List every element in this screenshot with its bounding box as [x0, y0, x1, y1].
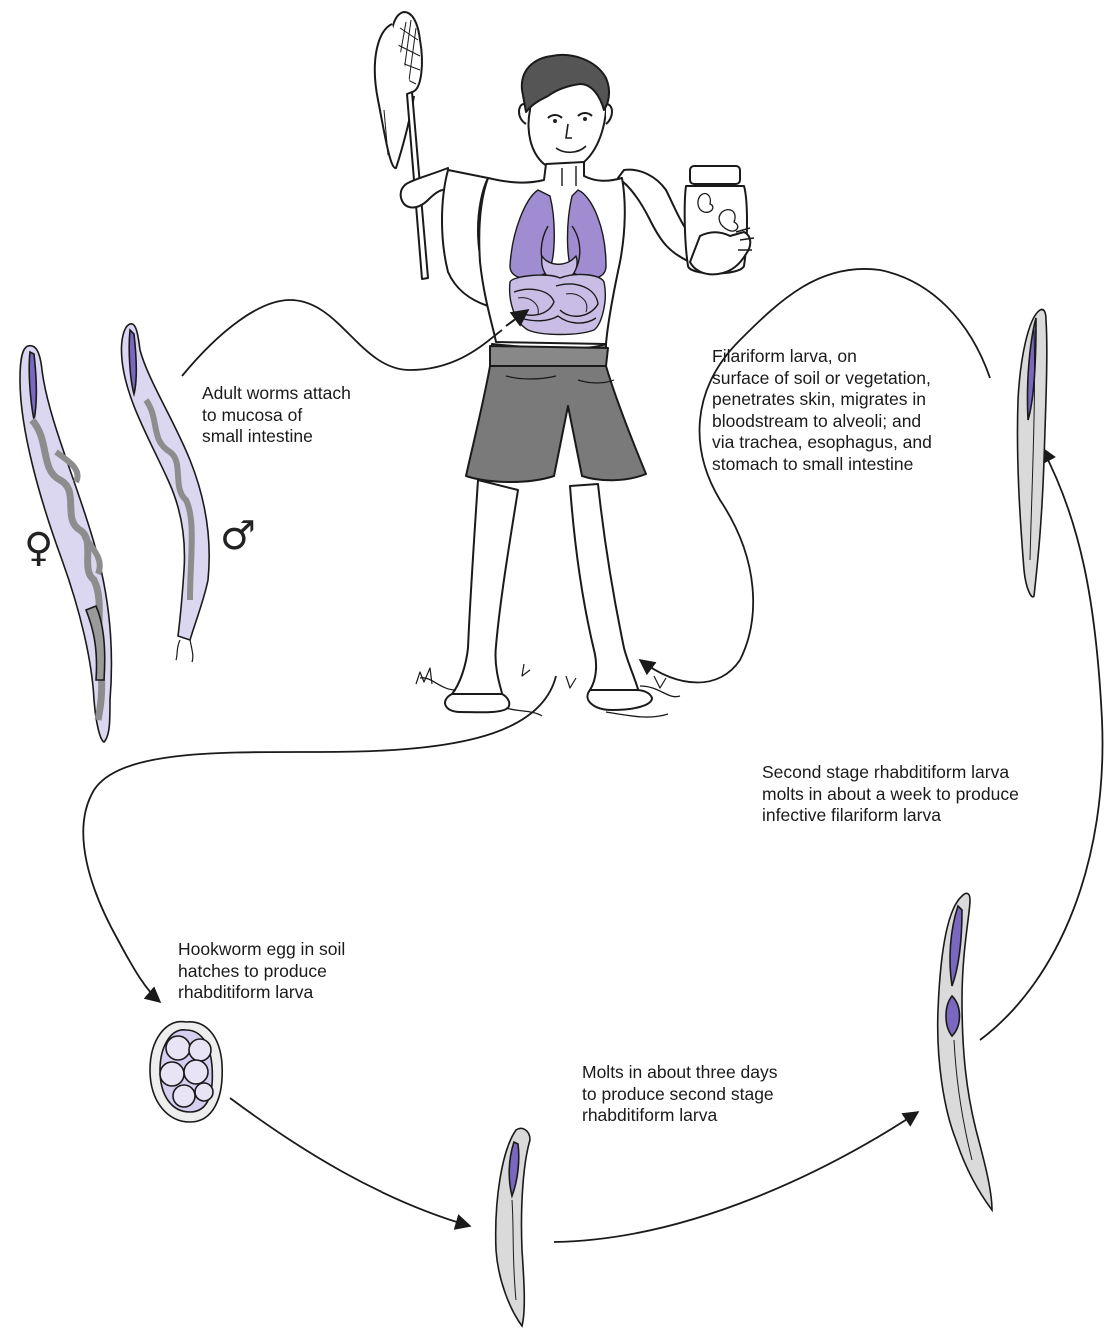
female-symbol: ♀ — [24, 528, 53, 568]
first-rhabditiform-larva — [496, 1128, 530, 1326]
label-hookworm-egg: Hookworm egg in soil hatches to produce … — [178, 939, 345, 1004]
filariform-larva — [1017, 309, 1046, 596]
label-filariform-larva: Filariform larva, on surface of soil or … — [712, 346, 932, 475]
boy-illustration — [375, 12, 754, 717]
hookworm-egg — [150, 1022, 222, 1122]
second-stage-larva — [938, 893, 992, 1210]
male-symbol: ♂ — [220, 516, 256, 556]
label-adult-worms: Adult worms attach to mucosa of small in… — [202, 383, 351, 448]
adult-male-worm — [121, 324, 209, 662]
label-molts: Molts in about three days to produce sec… — [582, 1062, 778, 1127]
label-second-stage: Second stage rhabditiform larva molts in… — [762, 762, 1019, 827]
butterfly-net — [375, 12, 428, 279]
